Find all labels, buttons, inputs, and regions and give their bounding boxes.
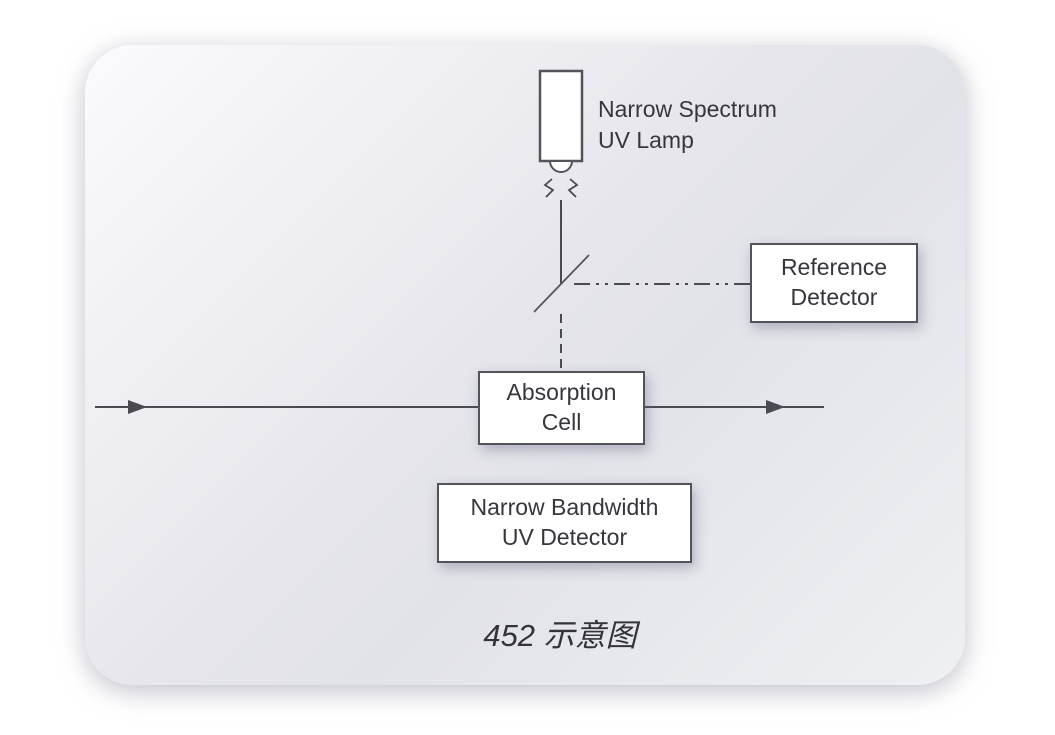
absorption-cell-label: Absorption Cell [506, 379, 617, 435]
uv-detector-box: Narrow Bandwidth UV Detector [437, 483, 692, 563]
reference-detector-box: Reference Detector [750, 243, 918, 323]
absorption-cell-box: Absorption Cell [478, 371, 645, 445]
uv-detector-label: Narrow Bandwidth UV Detector [470, 494, 659, 550]
reference-detector-label: Reference Detector [780, 254, 888, 310]
diagram-panel [85, 45, 965, 685]
uv-lamp-label: Narrow Spectrum UV Lamp [598, 96, 777, 154]
diagram-caption: 452 示意图 [483, 618, 637, 653]
